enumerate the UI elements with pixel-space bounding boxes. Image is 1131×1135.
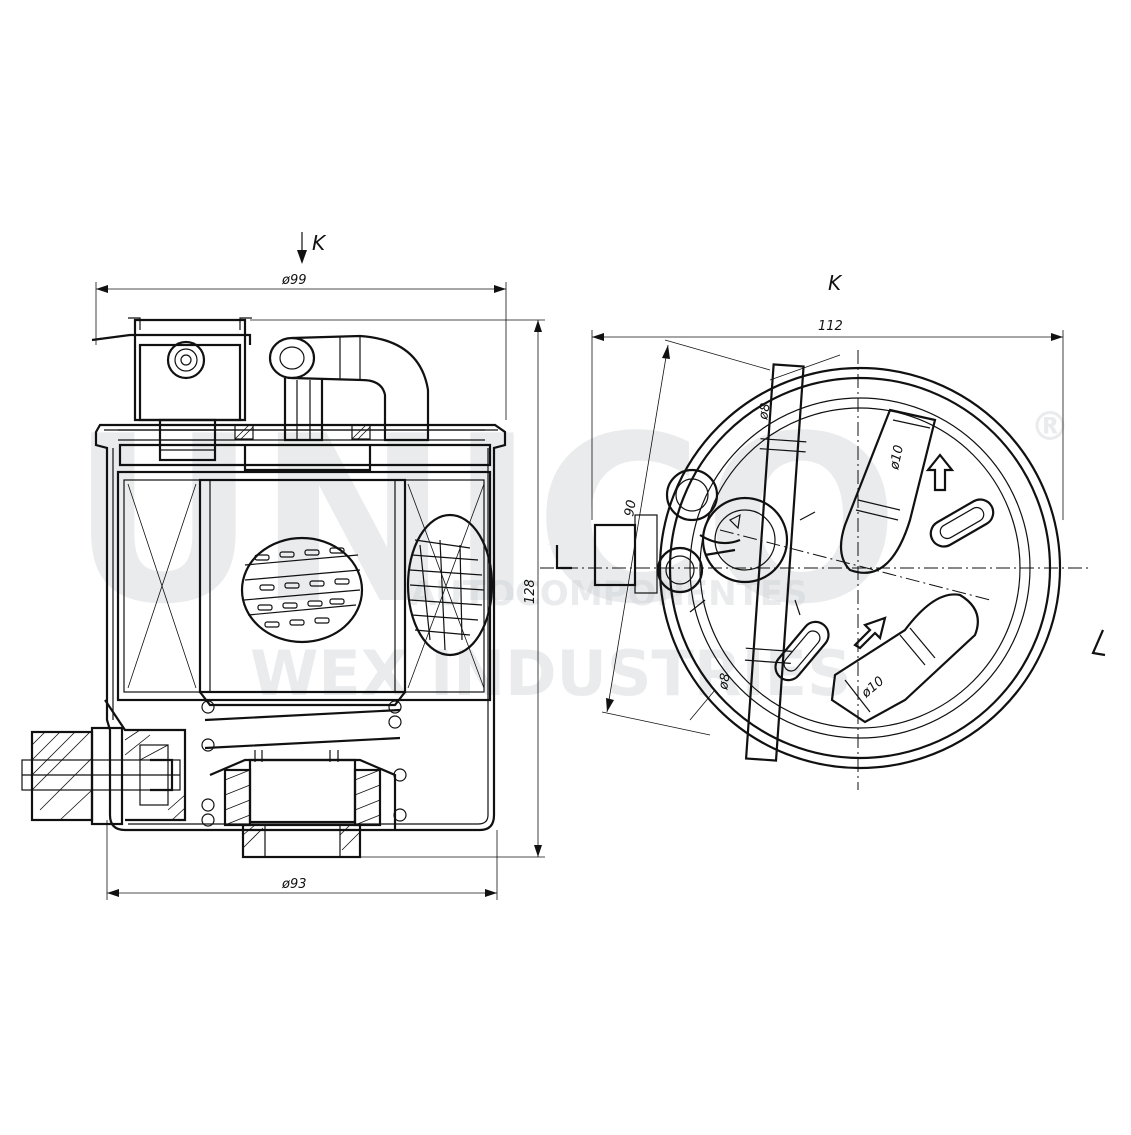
view-title: K [828,271,843,295]
dimension-width-k: 112 [591,319,1064,520]
section-mark-2: L [1100,629,1101,631]
dimension-bottom-diameter: ø93 [106,820,498,900]
dim-pipe-b: ø8 [716,672,734,692]
outlet-elbow [268,334,430,442]
top-left-sensor [91,317,252,462]
dim-pipe-a: ø8 [756,402,774,422]
dim-bottom-diameter: ø93 [281,877,307,892]
section-mark: L [548,544,549,546]
dimension-top-diameter: ø99 [95,273,507,420]
lid-seals [234,424,371,440]
watermark-tagline: AUTOCOMPONENTES [410,574,808,614]
housing-outline [94,423,507,832]
pipe-vertical: ø8 ø8 [689,354,841,762]
dim-width-k: 112 [818,319,843,334]
watermark: UNICO AUTOCOMPONENTES WEX INDUSTRIES ® [70,388,1070,710]
dimension-offset: 90 [601,339,771,736]
dim-port-a: ø10 [887,444,907,472]
view-arrow-label: K [312,231,327,255]
dim-height: 128 [523,579,538,604]
dim-port-b: ø10 [858,674,887,702]
spring [201,700,407,827]
top-view-k: K 112 90 L L [540,271,1106,790]
lid-outer-circle [658,366,1062,770]
filter-element [116,470,494,702]
drain-valve [209,750,397,859]
element-bottom [199,691,406,707]
core-top [243,445,372,472]
port-upper: ø10 [839,408,955,574]
view-arrow: K [297,231,327,264]
side-connector [21,699,187,826]
lid [118,443,492,467]
watermark-registered: ® [1030,404,1070,450]
dimension-height: 128 [250,319,545,858]
dim-top-diameter: ø99 [281,273,307,288]
slots [774,498,995,682]
dim-offset: 90 [622,499,640,518]
center-hub [656,468,816,616]
side-section-view: K ø99 ø93 128 [21,231,545,900]
